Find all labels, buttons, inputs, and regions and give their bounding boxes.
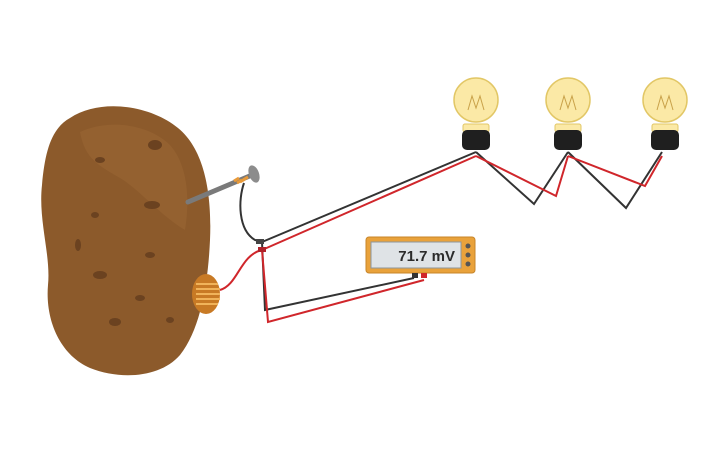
potato-spot — [148, 140, 162, 150]
potato-spot — [93, 271, 107, 279]
potato-spot — [91, 212, 99, 218]
potato-spot — [95, 157, 105, 163]
nail-electrode[interactable] — [185, 164, 262, 205]
meter-terminal-black[interactable] — [412, 273, 418, 278]
potato-spot — [75, 239, 81, 251]
meter-mode-dial[interactable] — [465, 252, 471, 258]
bulb-3[interactable] — [642, 77, 688, 150]
wires — [219, 151, 663, 324]
meter-reading: 71.7 mV — [398, 248, 455, 265]
copper-coil-electrode[interactable] — [192, 274, 220, 314]
potato-spot — [135, 295, 145, 301]
potato-spot — [166, 317, 174, 323]
meter-mode-dial[interactable] — [465, 243, 471, 249]
wire-connector — [256, 239, 264, 244]
potato-spot — [145, 252, 155, 258]
meter-screen — [370, 241, 462, 269]
bulb-1[interactable] — [453, 77, 499, 150]
potato-spot — [109, 318, 121, 326]
wire-connector — [258, 247, 266, 252]
potato-spot — [144, 201, 160, 209]
potato[interactable] — [41, 106, 211, 376]
bulb-2[interactable] — [545, 77, 591, 150]
meter-terminal-red[interactable] — [421, 273, 427, 278]
voltmeter[interactable]: 71.7 mV — [365, 236, 476, 278]
meter-mode-dial[interactable] — [465, 261, 471, 267]
